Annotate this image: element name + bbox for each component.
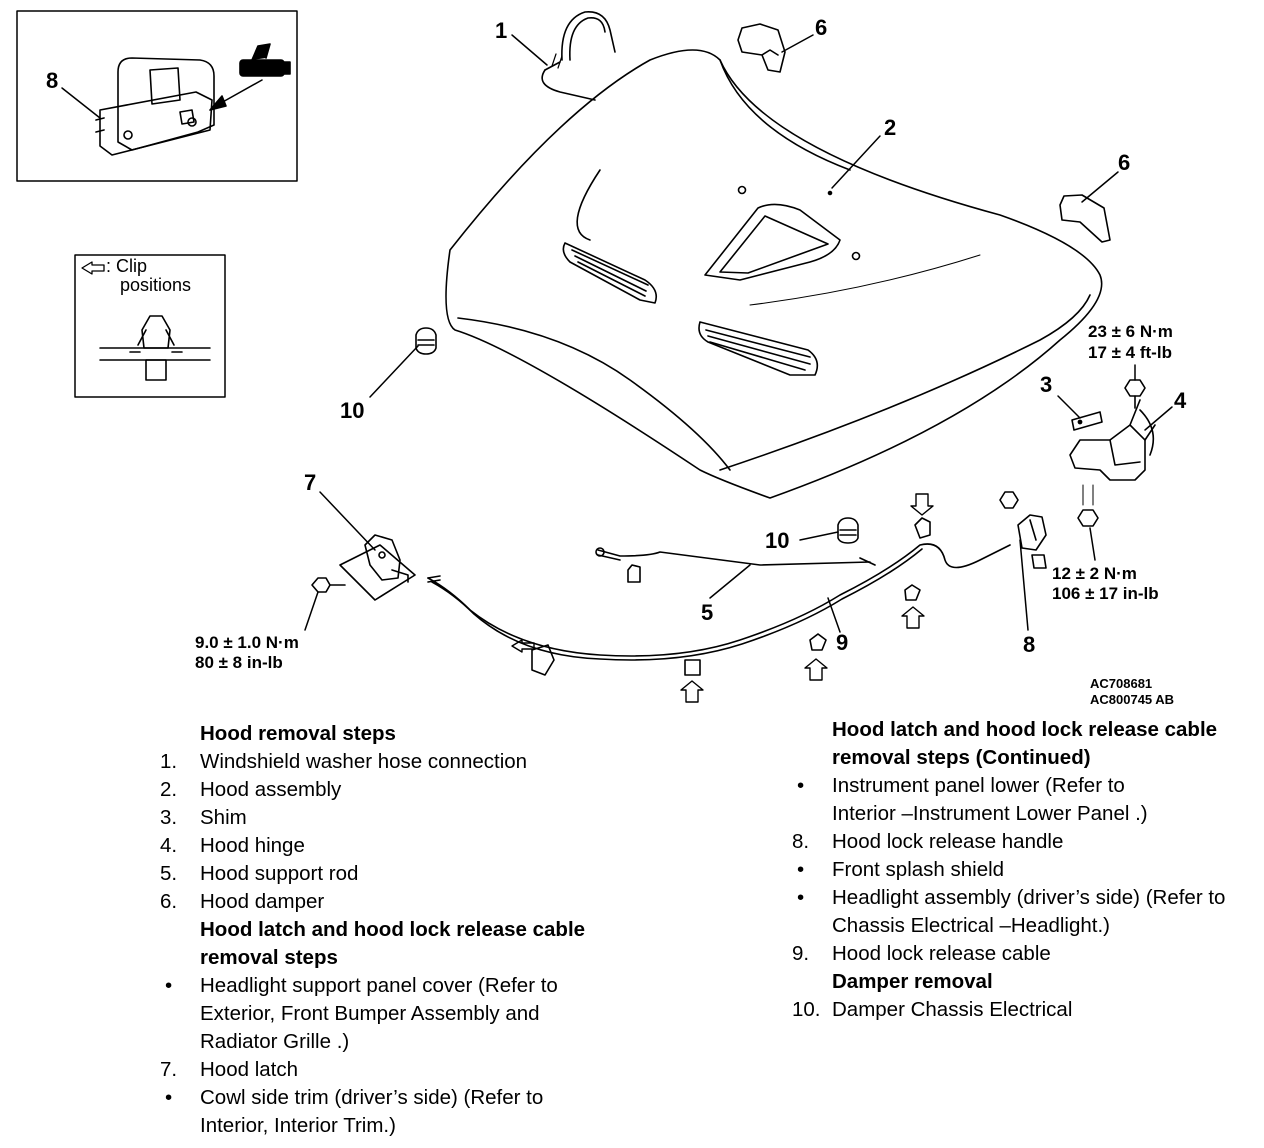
callout-3: 3 xyxy=(1040,372,1052,397)
step-number: 10. xyxy=(792,998,821,1021)
step-text: Hood latch xyxy=(200,1058,299,1081)
step-number: 6. xyxy=(160,890,178,913)
clip-legend-box xyxy=(74,254,226,398)
step-row: 1. Windshield washer hose connection xyxy=(160,748,610,776)
clip-legend-line2: positions xyxy=(120,275,191,295)
step-number: 8. xyxy=(792,830,810,853)
callout-6-right: 6 xyxy=(1118,150,1130,175)
figure-code-1: AC708681 xyxy=(1090,676,1152,691)
step-row: 7. Hood latch xyxy=(160,1056,610,1084)
step-text: Windshield washer hose connection xyxy=(200,750,528,773)
hood-damper-right-drawing xyxy=(1059,194,1111,243)
callout-8-inset: 8 xyxy=(46,68,58,93)
step-number: 3. xyxy=(160,806,178,829)
clip-arrow-marks xyxy=(511,493,934,703)
leader-lines xyxy=(304,34,1173,633)
figure-code-2: AC800745 AB xyxy=(1090,692,1174,707)
step-row: 10. Damper Chassis Electrical xyxy=(792,996,1252,1024)
callout-4: 4 xyxy=(1174,388,1187,413)
bullet-row: • Headlight assembly (driver’s side) (Ref… xyxy=(792,884,1252,940)
torque-hinge-bolt-imperial: 17 ± 4 ft-lb xyxy=(1088,343,1172,362)
step-text: Headlight support panel cover (Refer to … xyxy=(200,974,558,1053)
callout-1: 1 xyxy=(495,18,507,43)
clip-arrow-icon xyxy=(81,261,105,275)
step-text: Hood damper xyxy=(200,890,325,913)
damper-bumper-drawing xyxy=(415,327,437,355)
hood-lock-release-cable-drawing xyxy=(427,491,1047,676)
step-text: Hood lock release cable xyxy=(832,942,1051,965)
step-row: 4. Hood hinge xyxy=(160,832,610,860)
torque-latch-bolt-imperial: 80 ± 8 in-lb xyxy=(195,653,283,672)
clip-cross-section-icon xyxy=(99,315,211,381)
step-text: Shim xyxy=(200,806,247,829)
heading-latch-cable-continued: Hood latch and hood lock release cable r… xyxy=(832,718,1218,769)
step-text: Headlight assembly (driver’s side) (Refe… xyxy=(832,886,1226,937)
torque-hinge-bolt-metric: 23 ± 6 N·m xyxy=(1088,322,1173,341)
hood-latch-drawing xyxy=(311,534,416,601)
bullet: • xyxy=(797,858,805,881)
inset-clip-arrow xyxy=(209,79,263,111)
bullet: • xyxy=(165,974,173,997)
right-steps-column: Hood latch and hood lock release cable r… xyxy=(792,716,1252,1024)
bullet: • xyxy=(797,774,805,797)
step-number: 7. xyxy=(160,1058,178,1081)
callout-7: 7 xyxy=(304,470,316,495)
bullet-row: • Front splash shield xyxy=(792,856,1252,884)
callout-9: 9 xyxy=(836,630,848,655)
step-text: Hood lock release handle xyxy=(832,830,1064,853)
step-text: Front splash shield xyxy=(832,858,1005,881)
step-row: 8. Hood lock release handle xyxy=(792,828,1252,856)
torque-specs: 23 ± 6 N·m 17 ± 4 ft-lb 12 ± 2 N·m 106 ±… xyxy=(195,322,1173,672)
step-row: 3. Shim xyxy=(160,804,610,832)
step-row: 6. Hood damper xyxy=(160,888,610,916)
heading-hood-removal: Hood removal steps xyxy=(200,722,396,745)
step-text: Cowl side trim (driver’s side) (Refer to… xyxy=(200,1086,544,1137)
hood-exploded-diagram: 1 2 3 4 5 6 6 7 8 8 9 10 10 23 ± 6 N·m 1… xyxy=(16,10,1187,707)
hood-damper-top-drawing xyxy=(737,23,786,73)
torque-hinge-lower-metric: 12 ± 2 N·m xyxy=(1052,564,1137,583)
step-number: 2. xyxy=(160,778,178,801)
step-row: 5. Hood support rod xyxy=(160,860,610,888)
inset-handle-box xyxy=(16,10,298,182)
callout-10-lower: 10 xyxy=(765,528,789,553)
clip-icon xyxy=(239,43,291,77)
heading-damper-removal: Damper removal xyxy=(832,970,993,993)
hood-support-rod-drawing xyxy=(595,547,876,583)
callout-numbers: 1 2 3 4 5 6 6 7 8 8 9 10 10 xyxy=(46,15,1187,657)
hood-hinge-drawing xyxy=(1069,379,1156,527)
damper-bumper-lower-drawing xyxy=(837,517,859,544)
bullet: • xyxy=(797,886,805,909)
callout-5: 5 xyxy=(701,600,713,625)
torque-latch-bolt-metric: 9.0 ± 1.0 N·m xyxy=(195,633,299,652)
hood-assembly-drawing xyxy=(445,49,1103,499)
step-number: 1. xyxy=(160,750,178,773)
torque-hinge-lower-imperial: 106 ± 17 in-lb xyxy=(1052,584,1159,603)
step-number: 5. xyxy=(160,862,178,885)
washer-hose-drawing xyxy=(541,11,616,101)
bullet-row: • Cowl side trim (driver’s side) (Refer t… xyxy=(160,1084,610,1140)
step-text: Hood assembly xyxy=(200,778,342,801)
bullet-row: • Instrument panel lower (Refer to Interi… xyxy=(792,772,1252,828)
callout-8-lower: 8 xyxy=(1023,632,1035,657)
bullet: • xyxy=(165,1086,173,1109)
hood-release-handle-drawing xyxy=(95,57,215,156)
step-text: Hood support rod xyxy=(200,862,359,885)
step-text: Instrument panel lower (Refer to Interio… xyxy=(832,774,1148,825)
step-row: 9. Hood lock release cable xyxy=(792,940,1252,968)
left-steps-column: Hood removal steps 1. Windshield washer h… xyxy=(160,720,610,1140)
step-number: 4. xyxy=(160,834,178,857)
callout-10-left: 10 xyxy=(340,398,364,423)
step-number: 9. xyxy=(792,942,810,965)
clip-legend-line1: : Clip xyxy=(106,256,147,276)
bullet-row: • Headlight support panel cover (Refer to… xyxy=(160,972,610,1056)
step-text: Hood hinge xyxy=(200,834,305,857)
step-text: Damper Chassis Electrical xyxy=(832,998,1073,1021)
heading-latch-cable-removal: Hood latch and hood lock release cable r… xyxy=(200,918,586,969)
callout-6-top: 6 xyxy=(815,15,827,40)
callout-2: 2 xyxy=(884,115,896,140)
step-row: 2. Hood assembly xyxy=(160,776,610,804)
